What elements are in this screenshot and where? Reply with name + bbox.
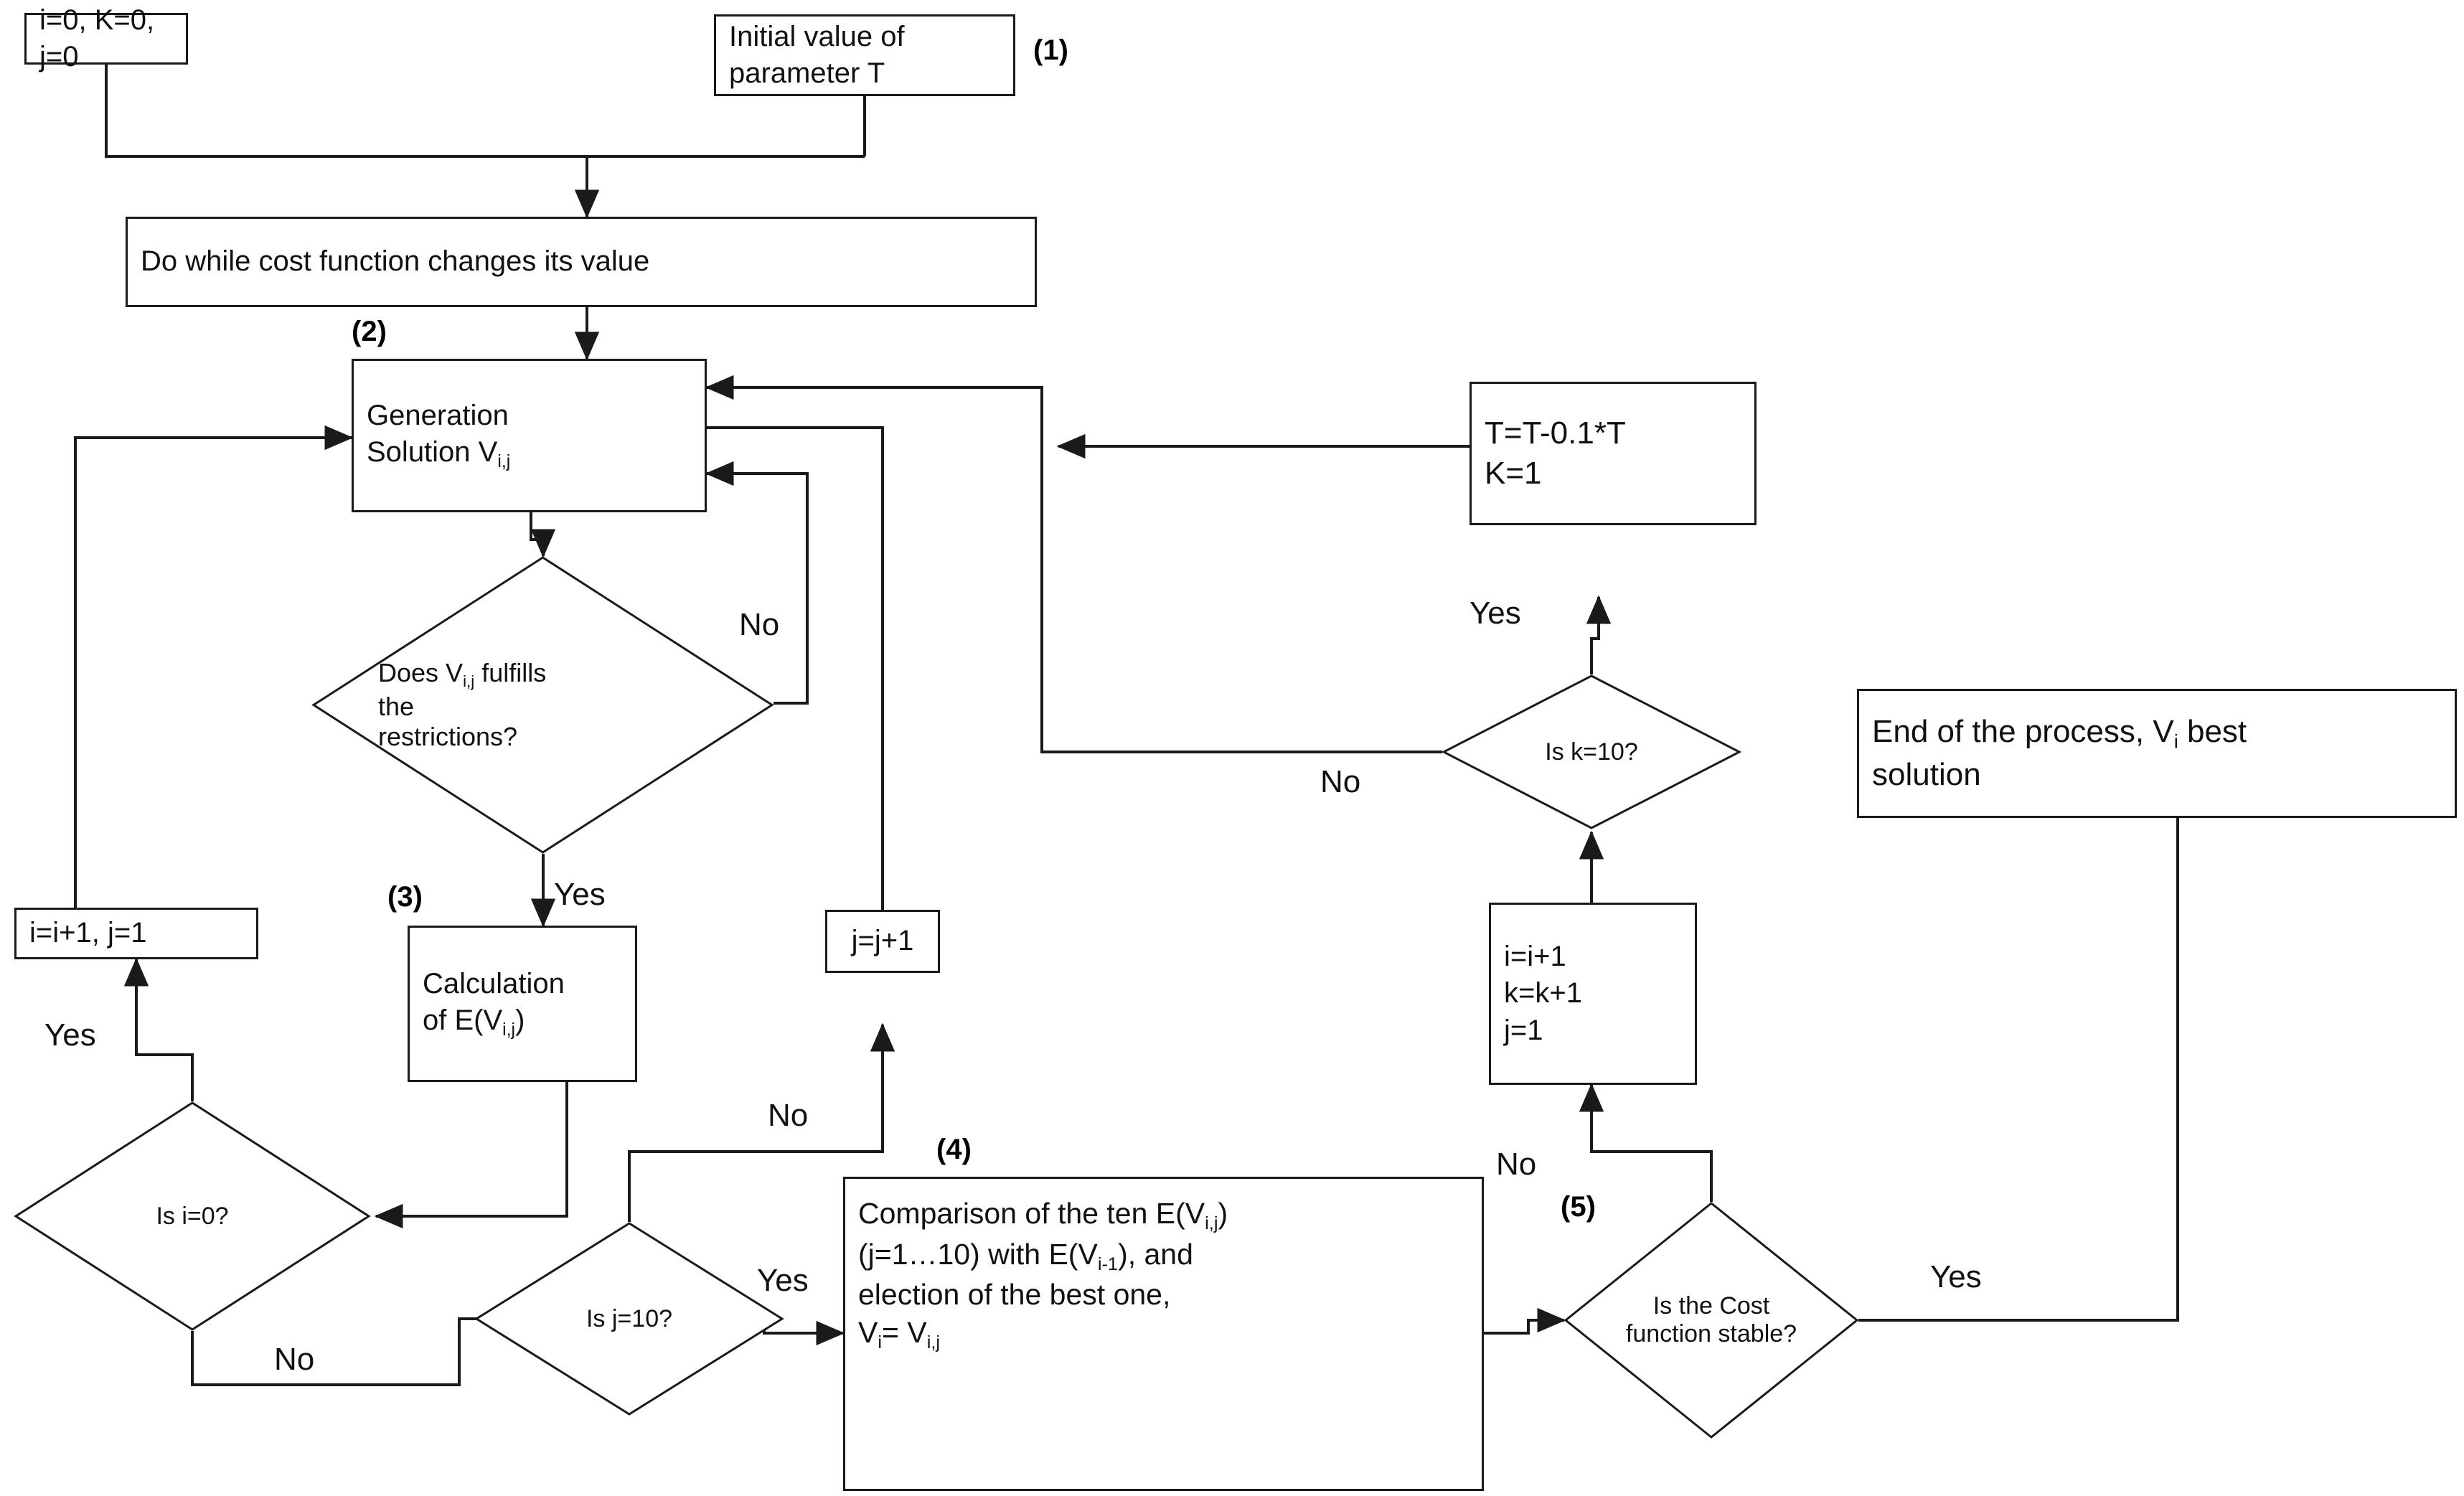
node-comparison[interactable]: Comparison of the ten E(Vi,j) (j=1…10) w… — [843, 1177, 1484, 1491]
node-do-while[interactable]: Do while cost function changes its value — [126, 217, 1037, 307]
end-process-line-1b: best — [2178, 714, 2247, 750]
node-is-k-ten[interactable]: Is k=10? — [1441, 674, 1742, 829]
ijk-increment-line-1: i=i+1 — [1504, 941, 1566, 973]
calculation-line-2: of E(V — [423, 1005, 503, 1037]
end-process-line-1a: End of the process, V — [1872, 714, 2174, 750]
comparison-line-2-subscript: i-1 — [1097, 1253, 1119, 1274]
calculation-line-2-end: ) — [515, 1005, 525, 1037]
comparison-line-1b: ) — [1218, 1197, 1228, 1230]
i-increment-label: i=i+1, j=1 — [29, 917, 147, 949]
generation-line-2: Solution V — [367, 436, 498, 469]
edge-label-restrictions-no: No — [739, 607, 780, 642]
comparison-line-2a: (j=1…10) with E(V — [858, 1237, 1098, 1271]
generation-line-2-subscript: i,j — [497, 452, 511, 472]
node-i-increment[interactable]: i=i+1, j=1 — [14, 908, 258, 959]
comparison-line-1a: Comparison of the ten E(V — [858, 1197, 1205, 1230]
step-label-4: (4) — [936, 1134, 972, 1165]
node-init-temperature[interactable]: Initial value of parameter T — [714, 14, 1015, 96]
step-label-2: (2) — [352, 316, 387, 347]
edge-cost-stable-yes-to-end-process — [1858, 745, 2191, 1322]
step-label-5: (5) — [1561, 1191, 1596, 1223]
edge-label-is-i-zero-yes: Yes — [44, 1017, 96, 1053]
edge-restrictions-no-to-generation — [705, 461, 809, 705]
edge-j-increment-to-generation — [707, 426, 884, 910]
do-while-label: Do while cost function changes its value — [141, 245, 650, 278]
calculation-label: Calculation of E(Vi,j) — [423, 966, 565, 1042]
ijk-increment-line-2: k=k+1 — [1504, 977, 1582, 1010]
temperature-update-line-1: T=T-0.1*T — [1485, 415, 1626, 451]
edge-is-j-ten-no-to-j-increment — [628, 1022, 895, 1222]
end-process-label: End of the process, Vi best solution — [1872, 712, 2247, 795]
comparison-line-2b: ), and — [1118, 1237, 1193, 1271]
edge-generation-to-restrictions — [530, 512, 556, 558]
end-process-line-1-subscript: i — [2173, 730, 2178, 753]
edge-label-is-j-ten-yes: Yes — [757, 1263, 809, 1298]
ijk-increment-line-3: j=1 — [1504, 1014, 1543, 1046]
node-calculation[interactable]: Calculation of E(Vi,j) — [408, 926, 637, 1082]
node-is-i-zero[interactable]: Is i=0? — [14, 1101, 371, 1331]
edge-comparison-to-cost-stable — [1484, 1307, 1566, 1335]
comparison-line-4b: = V — [882, 1315, 927, 1349]
edge-init-counters-to-merge — [105, 65, 865, 158]
ijk-increment-label: i=i+1 k=k+1 j=1 — [1504, 938, 1582, 1049]
edge-i-increment-to-generation — [74, 425, 354, 908]
edge-label-is-i-zero-no: No — [274, 1342, 315, 1377]
temperature-update-line-2: K=1 — [1485, 456, 1542, 491]
edge-calculation-to-is-i-zero — [374, 1082, 568, 1229]
node-is-j-ten[interactable]: Is j=10? — [474, 1222, 784, 1416]
comparison-line-3: election of the best one, — [858, 1278, 1171, 1312]
comparison-line-4a: V — [858, 1315, 878, 1349]
edge-label-is-k-ten-no: No — [1320, 764, 1361, 799]
node-ijk-increment[interactable]: i=i+1 k=k+1 j=1 — [1489, 903, 1697, 1085]
init-counters-label: i=0, K=0, j=0 — [39, 4, 155, 72]
end-process-line-2: solution — [1872, 756, 1981, 792]
edge-is-k-ten-yes-to-temperature-update — [1586, 595, 1612, 674]
step-label-1: (1) — [1033, 34, 1068, 66]
node-init-counters[interactable]: i=0, K=0, j=0 — [24, 4, 188, 72]
node-generation[interactable]: Generation Solution Vi,j — [352, 359, 707, 512]
comparison-line-1-subscript: i,j — [1205, 1213, 1218, 1234]
edge-label-is-k-ten-yes: Yes — [1470, 596, 1521, 631]
generation-label: Generation Solution Vi,j — [367, 397, 510, 474]
edge-cost-stable-no-to-ijk-increment — [1579, 1083, 1713, 1202]
init-temperature-label: Initial value of parameter T — [729, 20, 905, 89]
edge-label-is-j-ten-no: No — [768, 1098, 809, 1133]
comparison-label: Comparison of the ten E(Vi,j) (j=1…10) w… — [858, 1195, 1228, 1354]
comparison-line-4-subscript-2: i,j — [926, 1332, 941, 1352]
node-j-increment[interactable]: j=j+1 — [825, 910, 940, 973]
comparison-line-4-subscript-1: i — [878, 1332, 883, 1352]
node-restrictions[interactable]: Does Vi,j fulfills the restrictions? — [311, 556, 774, 854]
node-end-process[interactable]: End of the process, Vi best solution — [1857, 689, 2457, 818]
j-increment-label: j=j+1 — [851, 925, 914, 957]
node-cost-stable[interactable]: Is the Cost function stable? — [1563, 1202, 1859, 1439]
edge-label-restrictions-yes: Yes — [554, 877, 606, 912]
step-label-3: (3) — [387, 881, 423, 913]
edge-is-k-ten-no-to-generation — [705, 375, 1442, 753]
edge-label-cost-stable-no: No — [1496, 1147, 1537, 1182]
calculation-line-2-subscript: i,j — [502, 1020, 516, 1040]
temperature-update-label: T=T-0.1*T K=1 — [1485, 413, 1626, 494]
calculation-line-1: Calculation — [423, 968, 565, 1000]
edge-is-i-zero-yes-to-i-increment — [123, 957, 194, 1101]
edge-label-cost-stable-yes: Yes — [1930, 1259, 1982, 1294]
generation-line-1: Generation — [367, 400, 509, 432]
node-temperature-update[interactable]: T=T-0.1*T K=1 — [1470, 382, 1757, 525]
